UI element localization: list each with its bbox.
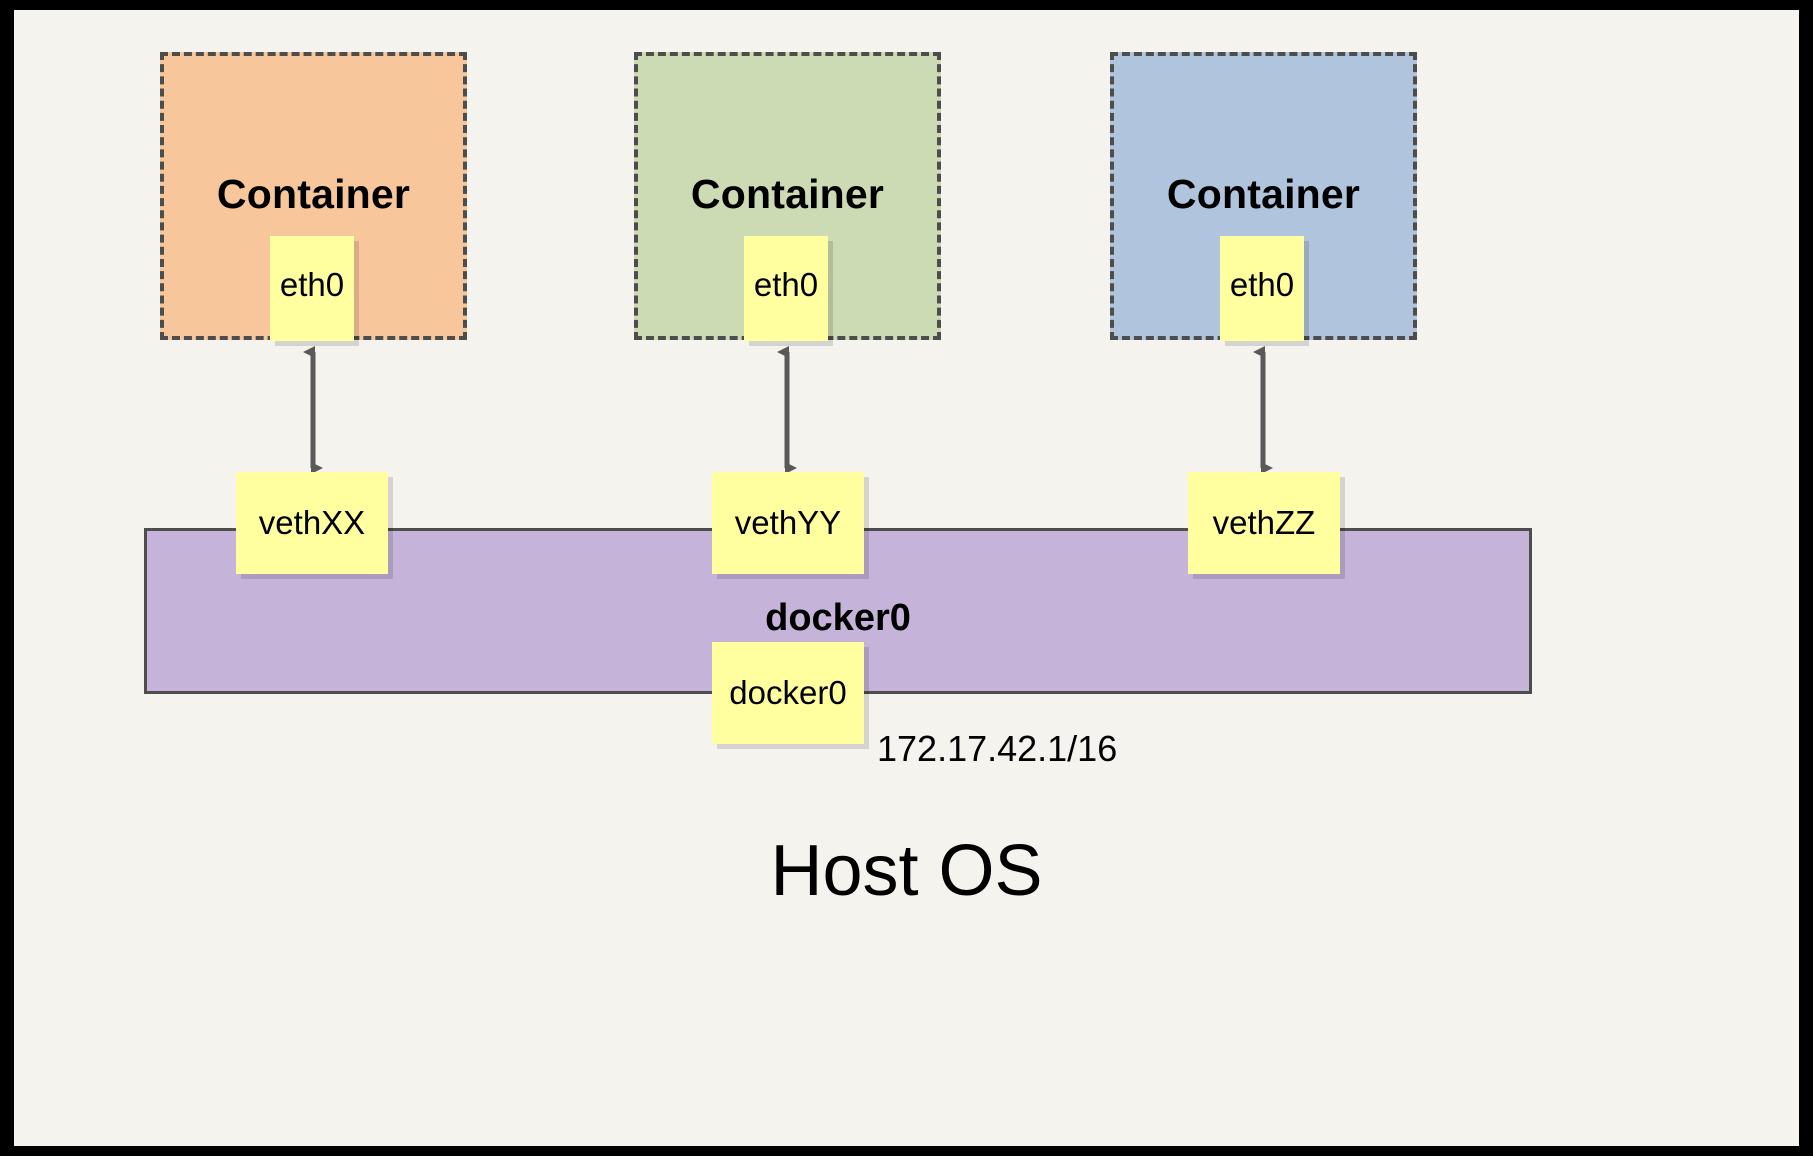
veth-note-1: vethXX <box>236 472 388 574</box>
eth0-note-3: eth0 <box>1220 236 1304 341</box>
eth0-note-1: eth0 <box>270 236 354 341</box>
docker0-bridge-label: docker0 <box>765 597 911 639</box>
docker0-interface-note-label: docker0 <box>729 674 847 711</box>
veth-note-2: vethYY <box>712 472 864 574</box>
veth-note-3: vethZZ <box>1188 472 1340 574</box>
container-title-1: Container <box>216 171 411 217</box>
veth-note-1-label: vethXX <box>258 504 366 541</box>
container-title-3: Container <box>1166 171 1361 217</box>
arrow-container-2 <box>777 346 797 474</box>
eth0-note-2: eth0 <box>744 236 828 341</box>
eth0-note-1-label: eth0 <box>279 266 345 303</box>
docker0-interface-note: docker0 <box>712 642 864 744</box>
diagram-page: Container eth0 Container eth0 <box>14 10 1799 1146</box>
arrow-container-1 <box>303 346 323 474</box>
host-os-title: Host OS <box>770 831 1043 911</box>
docker0-ip-label: 172.17.42.1/16 <box>877 728 1118 769</box>
veth-note-3-label: vethZZ <box>1212 504 1316 541</box>
arrow-container-3 <box>1253 346 1273 474</box>
container-title-2: Container <box>690 171 885 217</box>
veth-note-2-label: vethYY <box>734 504 842 541</box>
eth0-note-3-label: eth0 <box>1229 266 1295 303</box>
eth0-note-2-label: eth0 <box>753 266 819 303</box>
